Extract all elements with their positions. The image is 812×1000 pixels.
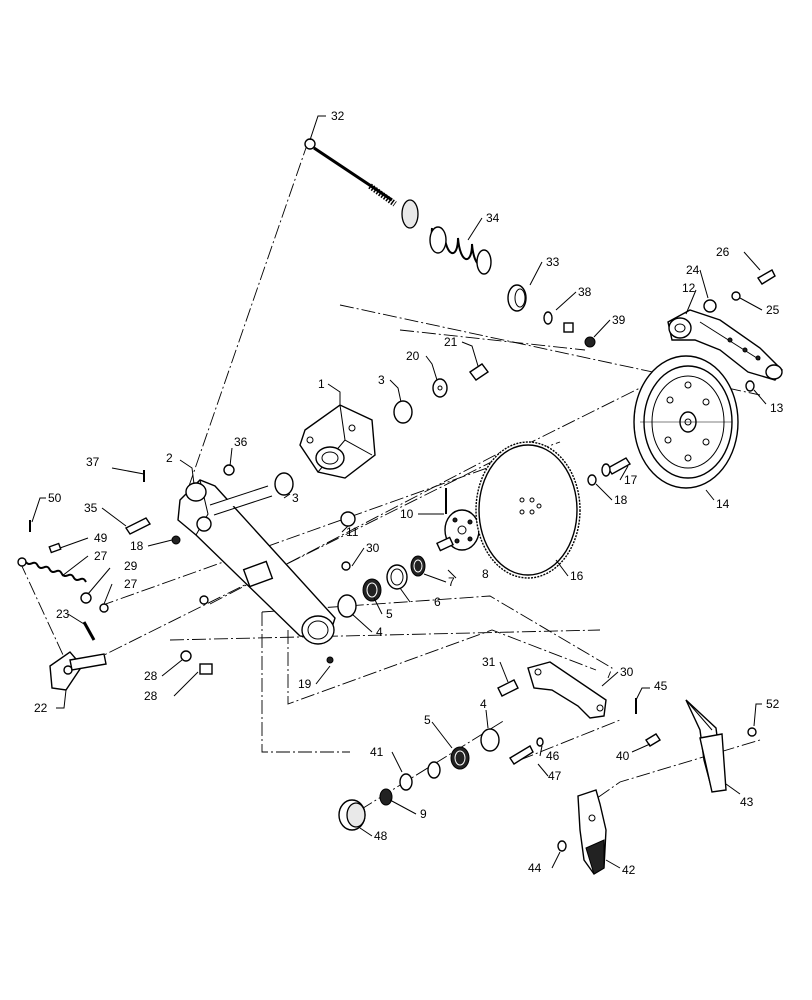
callout-32: 30 [366, 541, 380, 555]
callout-16: 17 [624, 473, 638, 487]
callout-30: 30 [620, 665, 634, 679]
callout-42: 36 [234, 435, 248, 449]
callout-34: 42 [622, 863, 636, 877]
scraper-35 [685, 699, 757, 793]
callout-13: 13 [770, 401, 784, 415]
callout-20: 21 [444, 335, 458, 349]
callout-3-lower: 3 [292, 491, 299, 505]
callout-29: 29 [124, 559, 138, 573]
hub-assembly [337, 488, 480, 618]
callout-39: 33 [546, 255, 560, 269]
callout-12: 12 [682, 281, 696, 295]
callout-46: 45 [654, 679, 668, 693]
spring-40 [401, 199, 492, 275]
callout-38: 32 [331, 109, 345, 123]
callout-7: 7 [448, 575, 455, 589]
washer-19-bolt-20 [432, 363, 490, 398]
callout-15: 16 [570, 569, 584, 583]
callout-8: 8 [482, 567, 489, 581]
callout-4-lower: 4 [480, 697, 487, 711]
left-hardware [17, 470, 213, 691]
callout-22: 23 [56, 607, 70, 621]
callout-labels: 32 34 33 38 39 1 3 20 21 2 36 3 11 30 10… [34, 109, 784, 877]
callout-26: 27 [94, 549, 108, 563]
cup-39 [507, 284, 527, 312]
callout-21: 22 [34, 701, 48, 715]
callout-6: 6 [434, 595, 441, 609]
callout-18-upper: 18 [130, 539, 144, 553]
lower-hub [338, 728, 544, 831]
callout-43: 37 [86, 455, 100, 469]
callout-25: 26 [716, 245, 730, 259]
wheel-14 [633, 355, 739, 489]
callout-49: 48 [374, 829, 388, 843]
callout-44: 38 [578, 285, 592, 299]
callout-18-lower: 19 [298, 677, 312, 691]
callout-47: 46 [546, 749, 560, 763]
washer-44-nut-45 [543, 311, 596, 348]
bolt-16-nut-17 [587, 457, 632, 486]
leader-lines [31, 115, 767, 869]
callout-40: 34 [486, 211, 500, 225]
callout-45: 39 [612, 313, 626, 327]
callout-2: 2 [166, 451, 173, 465]
callout-27-upper: 27 [124, 577, 138, 591]
callout-3-top: 3 [378, 373, 385, 387]
callout-27-lower: 28 [144, 669, 158, 683]
wheel-arm-12 [667, 309, 783, 381]
callout-31: 31 [482, 655, 496, 669]
hardware-23-24-25-13 [703, 269, 776, 392]
scraper-34 [557, 789, 607, 875]
disc-15 [475, 441, 581, 579]
callout-48: 47 [548, 769, 562, 783]
callout-14: 14 [716, 497, 730, 511]
callout-1: 1 [318, 377, 325, 391]
callout-5-lower: 5 [424, 713, 431, 727]
callout-9: 9 [420, 807, 427, 821]
phantom-lines [19, 141, 761, 811]
rod-38 [304, 138, 397, 207]
callout-37: 41 [370, 745, 384, 759]
callout-41: 35 [84, 501, 98, 515]
callout-33: 40 [616, 749, 630, 763]
bushings-3 [274, 400, 413, 496]
callout-4-upper: 4 [376, 625, 383, 639]
callout-36: 44 [528, 861, 542, 875]
bracket-1 [299, 404, 376, 479]
callout-51: 50 [48, 491, 62, 505]
callout-10: 10 [400, 507, 414, 521]
bracket-30 [497, 661, 661, 747]
callout-52: 52 [766, 697, 780, 711]
callout-50: 49 [94, 531, 108, 545]
callout-11: 11 [346, 525, 359, 539]
callout-17: 18 [614, 493, 628, 507]
callout-19: 20 [406, 349, 420, 363]
callout-28: 28 [144, 689, 158, 703]
callout-24: 25 [766, 303, 780, 317]
arm-2 [171, 479, 351, 664]
callout-23: 24 [686, 263, 700, 277]
callout-35: 43 [740, 795, 754, 809]
callout-5-upper: 5 [386, 607, 393, 621]
